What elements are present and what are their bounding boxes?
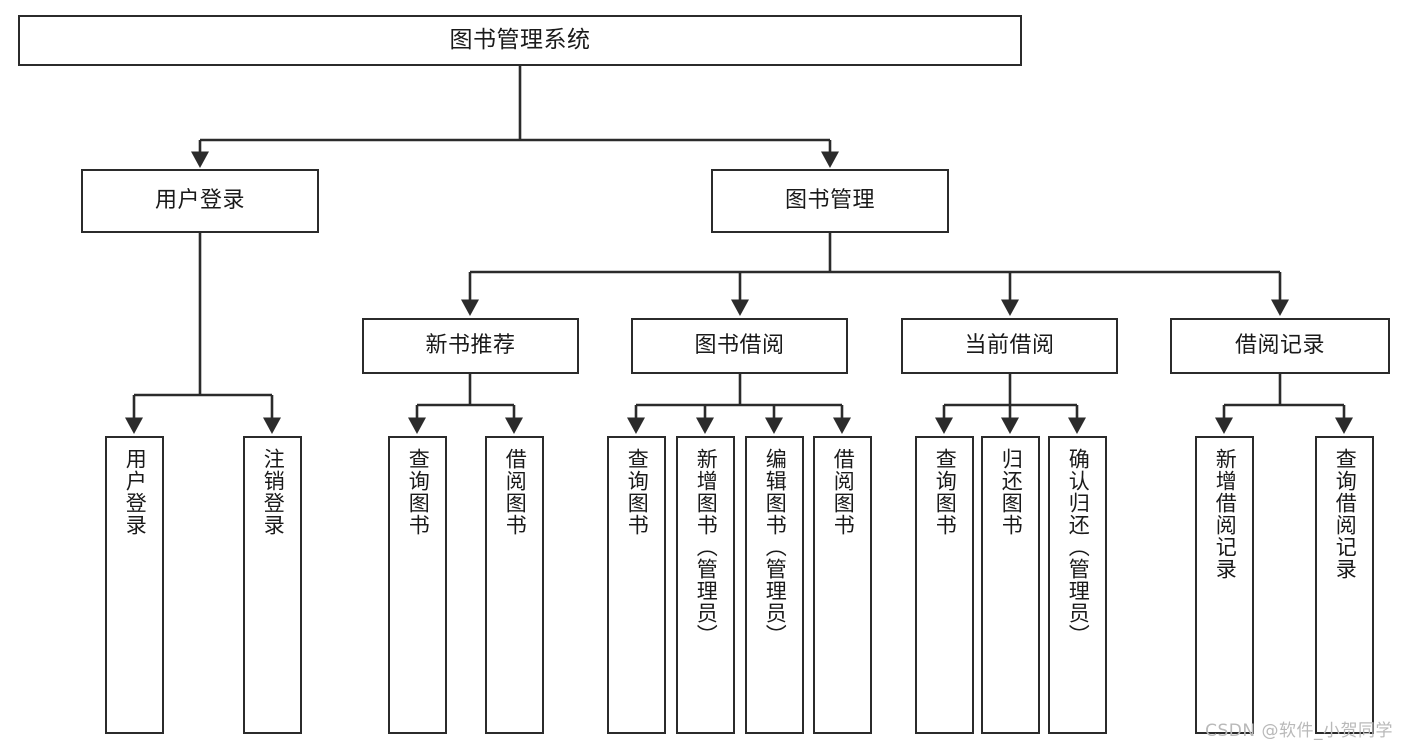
node-label: 用户登录 — [123, 448, 148, 536]
leaf-borrow-book-recommend[interactable]: 借阅图书 — [485, 436, 544, 734]
leaf-query-borrow-record[interactable]: 查询借阅记录 — [1315, 436, 1374, 734]
node-label: 用户登录 — [154, 188, 245, 214]
node-label: 新增图书（管理员） — [694, 448, 719, 646]
watermark-text: CSDN @软件_小贺同学 — [1205, 721, 1393, 741]
leaf-edit-book-admin[interactable]: 编辑图书（管理员） — [745, 436, 804, 734]
node-label: 查询借阅记录 — [1333, 448, 1358, 580]
node-book-borrow[interactable]: 图书借阅 — [631, 318, 848, 374]
node-label: 查询图书 — [625, 448, 650, 536]
leaf-logout[interactable]: 注销登录 — [243, 436, 302, 734]
node-label: 查询图书 — [406, 448, 431, 536]
node-current-borrow[interactable]: 当前借阅 — [901, 318, 1118, 374]
leaf-user-login[interactable]: 用户登录 — [105, 436, 164, 734]
node-label: 借阅图书 — [831, 448, 856, 536]
node-root-system[interactable]: 图书管理系统 — [18, 15, 1022, 66]
node-label: 新书推荐 — [425, 333, 516, 359]
node-new-book-recommend[interactable]: 新书推荐 — [362, 318, 579, 374]
node-label: 编辑图书（管理员） — [763, 448, 788, 646]
node-label: 图书管理 — [784, 188, 875, 214]
node-label: 图书管理系统 — [449, 26, 591, 53]
node-label: 注销登录 — [261, 448, 286, 536]
node-label: 借阅记录 — [1234, 333, 1325, 359]
leaf-query-book-borrow[interactable]: 查询图书 — [607, 436, 666, 734]
leaf-add-book-admin[interactable]: 新增图书（管理员） — [676, 436, 735, 734]
node-book-management[interactable]: 图书管理 — [711, 169, 949, 233]
node-label: 归还图书 — [999, 448, 1024, 536]
node-label: 图书借阅 — [694, 333, 785, 359]
leaf-return-book[interactable]: 归还图书 — [981, 436, 1040, 734]
node-label: 查询图书 — [933, 448, 958, 536]
leaf-add-borrow-record[interactable]: 新增借阅记录 — [1195, 436, 1254, 734]
node-label: 确认归还（管理员） — [1066, 448, 1091, 646]
node-label: 借阅图书 — [503, 448, 528, 536]
node-borrow-record[interactable]: 借阅记录 — [1170, 318, 1390, 374]
leaf-confirm-return-admin[interactable]: 确认归还（管理员） — [1048, 436, 1107, 734]
leaf-query-book-current[interactable]: 查询图书 — [915, 436, 974, 734]
leaf-query-book-recommend[interactable]: 查询图书 — [388, 436, 447, 734]
node-label: 新增借阅记录 — [1213, 448, 1238, 580]
node-label: 当前借阅 — [964, 333, 1055, 359]
node-user-login[interactable]: 用户登录 — [81, 169, 319, 233]
leaf-borrow-book[interactable]: 借阅图书 — [813, 436, 872, 734]
